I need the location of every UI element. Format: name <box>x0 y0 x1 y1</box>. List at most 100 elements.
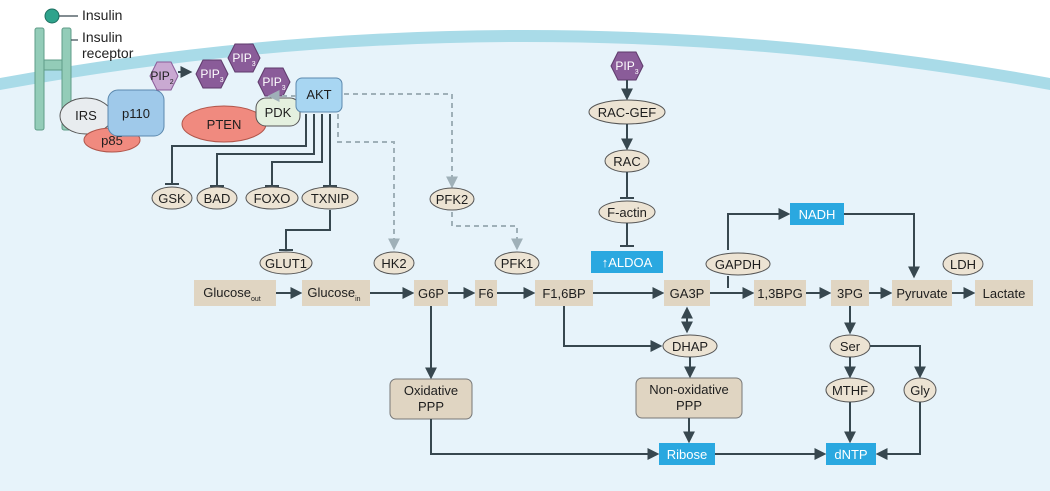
pfk1-label: PFK1 <box>501 256 534 271</box>
pip2-sub: 2 <box>170 79 174 86</box>
rac-gef-label: RAC-GEF <box>598 105 657 120</box>
pten-label: PTEN <box>207 117 242 132</box>
glucose-out-box: Glucoseout <box>194 280 276 306</box>
pip3-sub-1: 3 <box>220 77 224 84</box>
ga3p-label: GA3P <box>670 286 705 301</box>
lactate-box: Lactate <box>975 280 1033 306</box>
glucose-in-sub: in <box>355 296 361 303</box>
pip3-hexagon-2: PIP3 <box>227 43 261 73</box>
nonox-ppp-line2: PPP <box>676 398 702 413</box>
txnip-to-glut1-line <box>285 210 331 250</box>
pip3-rac-sub: 3 <box>635 69 639 76</box>
pip3-text-3: PIP <box>262 75 281 89</box>
svg-text:PIP3: PIP3 <box>200 67 223 84</box>
dntp-label: dNTP <box>834 447 867 462</box>
glucose-in-text: Glucose <box>307 285 355 300</box>
dhap-label: DHAP <box>672 339 708 354</box>
pip3-text-2: PIP <box>232 51 251 65</box>
nadh-to-pyruvate-arrow <box>844 213 920 279</box>
glut1-node: GLUT1 <box>259 251 313 275</box>
insulin-molecule <box>44 8 78 41</box>
foxo-label: FOXO <box>254 191 291 206</box>
akt-to-hk2-dashed <box>337 114 400 251</box>
insulin-legend: Insulin <box>82 7 123 23</box>
ga3p-box: GA3P <box>664 280 710 306</box>
ribose-label: Ribose <box>667 447 707 462</box>
pip3-text-1: PIP <box>200 67 219 81</box>
aldoa-box: ↑ALDOA <box>591 251 663 273</box>
rac-gef-node: RAC-GEF <box>588 99 666 125</box>
pfk1-node: PFK1 <box>494 251 540 275</box>
gapdh-node: GAPDH <box>705 252 771 276</box>
pg3-label: 3PG <box>837 286 863 301</box>
dntp-box: dNTP <box>826 443 876 465</box>
mthf-label: MTHF <box>832 383 868 398</box>
svg-text:PIP3: PIP3 <box>262 75 285 92</box>
pfk2-label: PFK2 <box>436 192 469 207</box>
p110-label: p110 <box>122 106 150 121</box>
glucose-out-text: Glucose <box>203 285 251 300</box>
svg-text:PIP3: PIP3 <box>232 51 255 68</box>
gly-node: Gly <box>903 377 937 403</box>
foxo-node: FOXO <box>245 186 299 210</box>
pfk2-to-pfk1-dashed <box>451 212 523 251</box>
mthf-node: MTHF <box>825 377 875 403</box>
ser-to-gly-arrow <box>870 345 926 379</box>
pip3-rac-text: PIP <box>615 59 634 73</box>
gsk-node: GSK <box>151 186 193 210</box>
pyruvate-box: Pyruvate <box>892 280 952 306</box>
akt-label: AKT <box>306 87 331 102</box>
lactate-label: Lactate <box>983 286 1026 301</box>
ribose-box: Ribose <box>659 443 715 465</box>
oxppp-to-ribose-arrow <box>430 419 660 460</box>
pyruvate-label: Pyruvate <box>896 286 947 301</box>
p110-node <box>107 89 165 137</box>
pfk2-node: PFK2 <box>429 187 475 211</box>
pip3-hexagon-rac: PIP3 <box>610 51 644 81</box>
bpg-label: 1,3BPG <box>757 286 803 301</box>
f-actin-node: F-actin <box>598 200 656 224</box>
gsk-label: GSK <box>158 191 186 206</box>
pip3-sub-2: 3 <box>252 61 256 68</box>
aldoa-label: ↑ALDOA <box>602 255 653 270</box>
nonox-ppp-line1: Non-oxidative <box>649 382 729 397</box>
gapdh-label: GAPDH <box>715 257 761 272</box>
insulin-receptor <box>34 27 72 131</box>
g6p-box: G6P <box>414 280 448 306</box>
pip2-text: PIP <box>150 69 169 83</box>
akt-inhibition-lines <box>165 114 337 187</box>
receptor-legend-line1: Insulin <box>82 29 123 45</box>
g6p-label: G6P <box>418 286 444 301</box>
ox-ppp-box: Oxidative PPP <box>389 378 473 420</box>
nadh-box: NADH <box>790 203 844 225</box>
ox-ppp-line1: Oxidative <box>404 383 458 398</box>
rac-node: RAC <box>604 149 650 173</box>
rac-label: RAC <box>613 154 640 169</box>
f6-box: F6 <box>475 280 497 306</box>
akt-to-pfk2-dashed <box>344 93 458 189</box>
bad-node: BAD <box>196 186 238 210</box>
pdk-label: PDK <box>265 105 292 120</box>
ser-label: Ser <box>840 339 861 354</box>
bad-label: BAD <box>204 191 231 206</box>
gly-to-dntp-arrow <box>875 402 921 460</box>
glucose-in-box: Glucosein <box>302 280 370 306</box>
cell-membrane <box>0 30 1050 90</box>
nonox-ppp-box: Non-oxidative PPP <box>635 377 743 419</box>
bpg-box: 1,3BPG <box>754 280 806 306</box>
p85-label: p85 <box>101 133 123 148</box>
hk2-label: HK2 <box>381 256 406 271</box>
pip3-hexagon-3: PIP3 <box>257 67 291 97</box>
svg-text:Glucosein: Glucosein <box>307 285 360 303</box>
ldh-label: LDH <box>950 257 976 272</box>
gapdh-to-nadh-arrow <box>727 208 791 250</box>
gly-label: Gly <box>910 383 930 398</box>
f-actin-label: F-actin <box>607 205 647 220</box>
ox-ppp-line2: PPP <box>418 399 444 414</box>
f16bp-to-dhap-arrow <box>563 306 663 352</box>
f16bp-label: F1,6BP <box>542 286 585 301</box>
ldh-node: LDH <box>942 252 984 276</box>
svg-text:PIP2: PIP2 <box>150 69 173 86</box>
